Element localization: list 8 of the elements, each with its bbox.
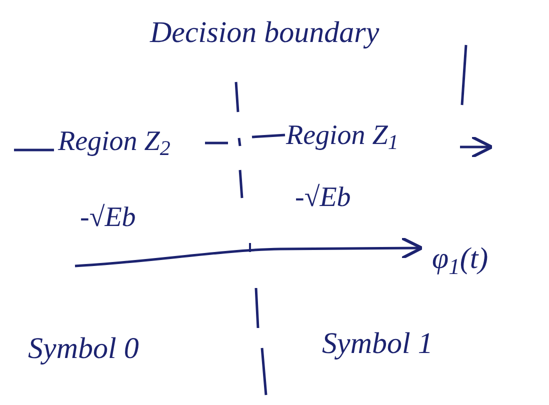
signal-point-label: -√Eb	[80, 201, 137, 235]
boundary-label: Decision boundary	[150, 15, 380, 51]
axis-label: φ$_{1}$(t)	[432, 241, 490, 278]
symbol-label: Symbol 0	[28, 331, 140, 367]
region-label: Region Z$_{1}$	[286, 119, 400, 153]
region-label: Region Z$_{2}$	[58, 125, 172, 159]
signal-point-label: -√Eb	[295, 181, 352, 215]
symbol-label: Symbol 1	[322, 326, 434, 362]
